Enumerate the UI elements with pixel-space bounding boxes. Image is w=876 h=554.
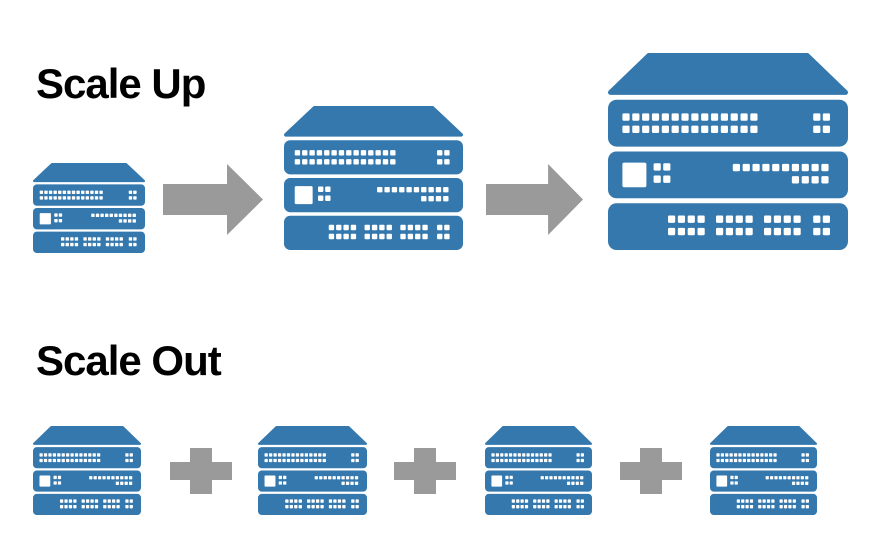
server-icon (33, 426, 141, 515)
scale-out-title: Scale Out (36, 337, 222, 384)
plus-icon (620, 448, 682, 494)
arrow-right-icon (163, 164, 263, 235)
server-icon (710, 426, 817, 515)
scale-up-title: Scale Up (36, 60, 206, 107)
server-icon (284, 106, 463, 250)
arrow-right-icon (486, 164, 583, 235)
server-icon (485, 426, 592, 515)
plus-icon (394, 448, 456, 494)
server-icon (258, 426, 367, 515)
server-icon (608, 53, 848, 250)
plus-icon (170, 448, 232, 494)
server-icon (33, 163, 145, 253)
